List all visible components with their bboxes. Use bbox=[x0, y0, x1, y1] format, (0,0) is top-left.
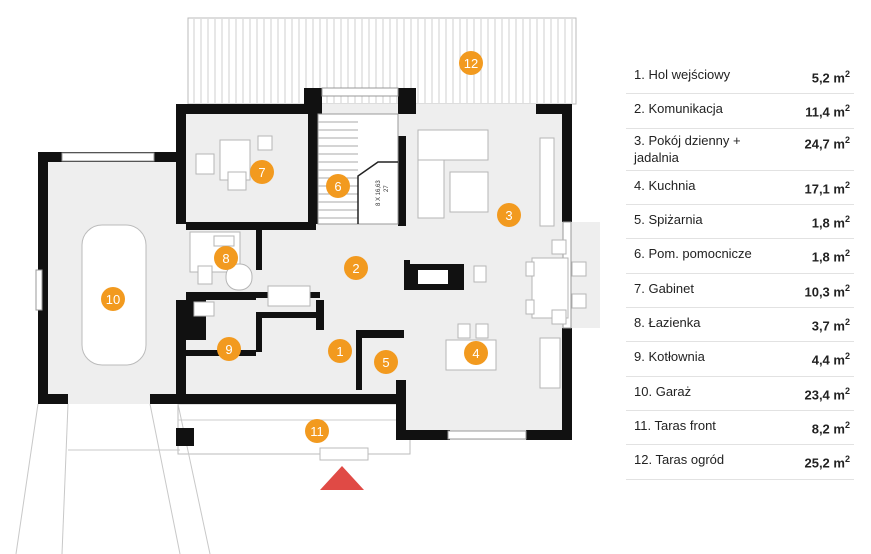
room-badge-12: 12 bbox=[459, 51, 483, 75]
legend-row: 8. Łazienka 3,7 m2 bbox=[626, 308, 854, 343]
legend-room-number: 11 bbox=[634, 417, 648, 433]
svg-text:3: 3 bbox=[505, 208, 512, 223]
legend-room-name: 1. Hol wejściowy bbox=[634, 67, 731, 82]
legend-room-area: 11,4 m2 bbox=[805, 103, 850, 120]
svg-text:10: 10 bbox=[106, 292, 120, 307]
legend-room-area: 25,2 m2 bbox=[804, 454, 850, 471]
legend-room-label: Hol wejściowy bbox=[648, 67, 731, 82]
legend-room-name: 8. Łazienka bbox=[634, 314, 701, 330]
legend-room-label: Łazienka bbox=[648, 314, 701, 330]
legend-room-number: 4 bbox=[634, 177, 642, 193]
room-badge-7: 7 bbox=[250, 160, 274, 184]
svg-text:1: 1 bbox=[336, 344, 343, 359]
svg-text:9: 9 bbox=[225, 342, 232, 357]
legend-room-name: 3. Pokój dzienny + jadalnia bbox=[634, 132, 741, 165]
legend-room-name: 12. Taras ogród bbox=[634, 452, 725, 468]
svg-text:5: 5 bbox=[382, 355, 389, 370]
legend-room-label: Komunikacja bbox=[648, 101, 723, 117]
legend-room-area: 5,2 m2 bbox=[811, 69, 850, 86]
svg-text:12: 12 bbox=[464, 56, 478, 71]
legend-room-label: Kotłownia bbox=[648, 349, 705, 365]
entrance-arrow-icon bbox=[320, 466, 364, 490]
legend-room-area: 8,2 m2 bbox=[811, 419, 850, 437]
legend-row: 4. Kuchnia 17,1 m2 bbox=[626, 171, 854, 205]
legend-row: 6. Pom. pomocnicze 1,8 m2 bbox=[626, 239, 854, 274]
legend-room-number: 5 bbox=[634, 211, 642, 227]
svg-text:6: 6 bbox=[334, 179, 341, 194]
legend-room-label: Taras ogród bbox=[655, 452, 725, 468]
legend-room-name: 5. Spiżarnia bbox=[634, 211, 703, 227]
legend-room-name: 10. Garaż bbox=[634, 383, 692, 399]
stair-arrow bbox=[357, 161, 398, 224]
legend-room-name: 9. Kotłownia bbox=[634, 349, 705, 365]
svg-text:11: 11 bbox=[310, 424, 324, 439]
legend-room-label: Pom. pomocnicze bbox=[648, 246, 752, 262]
room-badge-10: 10 bbox=[101, 287, 125, 311]
legend-row: 2. Komunikacja 11,4 m2 bbox=[626, 94, 854, 129]
legend-room-area: 1,8 m2 bbox=[811, 213, 850, 231]
svg-text:8 X 16,63: 8 X 16,63 bbox=[376, 180, 382, 206]
legend-row: 7. Gabinet 10,3 m2 bbox=[626, 274, 854, 308]
room-legend: 1. Hol wejściowy 5,2 m2 2. Komunikacja 11,4… bbox=[626, 60, 854, 480]
stair-annotation: 8 X 16,63 27 bbox=[376, 180, 390, 206]
legend-row: 3. Pokój dzienny + jadalnia 24,7 m2 bbox=[626, 129, 854, 171]
legend-room-number: 7 bbox=[634, 280, 642, 296]
legend-room-area: 23,4 m2 bbox=[804, 385, 850, 402]
legend-room-number: 1 bbox=[634, 67, 642, 82]
legend-row: 9. Kotłownia 4,4 m2 bbox=[626, 342, 854, 377]
svg-text:4: 4 bbox=[472, 346, 479, 361]
legend-room-number: 10 bbox=[634, 383, 649, 399]
legend-room-label: Pokój dzienny + jadalnia bbox=[634, 132, 741, 165]
staircase bbox=[317, 113, 399, 225]
room-badge-9: 9 bbox=[217, 337, 241, 361]
legend-room-name: 11. Taras front bbox=[634, 417, 716, 433]
legend-room-label: Taras front bbox=[654, 417, 716, 433]
legend-room-number: 9 bbox=[634, 349, 642, 365]
legend-room-number: 6 bbox=[634, 246, 642, 262]
legend-room-name: 2. Komunikacja bbox=[634, 101, 723, 117]
legend-room-label: Spiżarnia bbox=[648, 211, 703, 227]
front-terrace bbox=[177, 403, 411, 461]
legend-room-area: 17,1 m2 bbox=[804, 179, 850, 196]
room-badge-4: 4 bbox=[464, 341, 488, 365]
legend-room-number: 3 bbox=[634, 132, 642, 148]
legend-room-area: 4,4 m2 bbox=[811, 351, 850, 368]
legend-row: 10. Garaż 23,4 m2 bbox=[626, 377, 854, 411]
room-badge-3: 3 bbox=[497, 203, 521, 227]
room-badge-2: 2 bbox=[344, 256, 368, 280]
legend-room-area: 10,3 m2 bbox=[804, 282, 850, 299]
legend-room-area: 1,8 m2 bbox=[811, 248, 850, 265]
legend-room-name: 6. Pom. pomocnicze bbox=[634, 246, 752, 262]
walls bbox=[38, 88, 572, 446]
legend-room-name: 7. Gabinet bbox=[634, 280, 695, 296]
room-badge-8: 8 bbox=[214, 246, 238, 270]
chimney-core bbox=[418, 270, 448, 284]
svg-text:27: 27 bbox=[384, 185, 390, 192]
legend-room-label: Kuchnia bbox=[648, 177, 696, 193]
room-badge-11: 11 bbox=[305, 419, 329, 443]
legend-row: 5. Spiżarnia 1,8 m2 bbox=[626, 205, 854, 240]
legend-room-label: Garaż bbox=[655, 383, 692, 399]
legend-row: 12. Taras ogród 25,2 m2 bbox=[626, 445, 854, 480]
legend-room-number: 12 bbox=[634, 452, 649, 468]
room-badge-1: 1 bbox=[328, 339, 352, 363]
legend-room-number: 2 bbox=[634, 101, 642, 117]
legend-room-label: Gabinet bbox=[648, 280, 695, 296]
svg-text:2: 2 bbox=[352, 261, 359, 276]
legend-room-number: 8 bbox=[634, 314, 642, 330]
room-badge-6: 6 bbox=[326, 174, 350, 198]
legend-room-area: 3,7 m2 bbox=[811, 316, 850, 334]
svg-text:7: 7 bbox=[258, 165, 265, 180]
svg-text:8: 8 bbox=[222, 251, 229, 266]
legend-room-area: 24,7 m2 bbox=[804, 134, 850, 151]
legend-row: 1. Hol wejściowy 5,2 m2 bbox=[626, 60, 854, 95]
legend-room-name: 4. Kuchnia bbox=[634, 177, 696, 193]
room-badge-5: 5 bbox=[374, 350, 398, 374]
legend-row: 11. Taras front 8,2 m2 bbox=[626, 411, 854, 446]
